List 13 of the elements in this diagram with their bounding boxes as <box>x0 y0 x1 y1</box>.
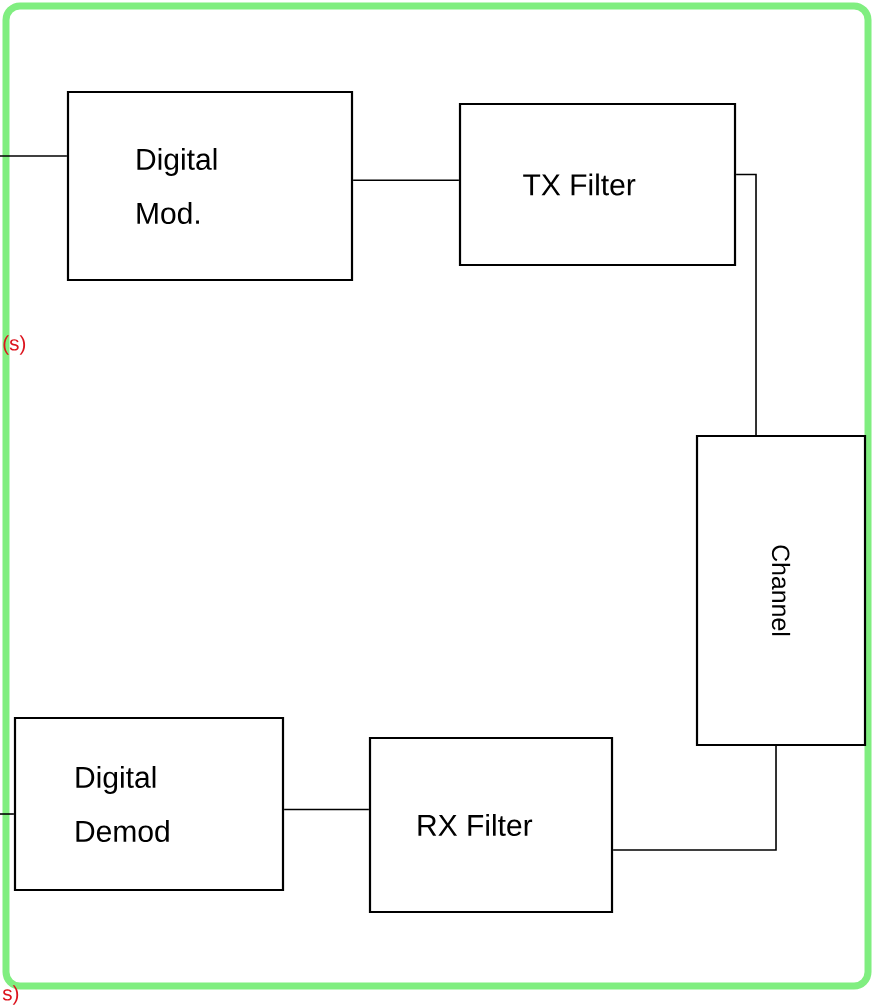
block-box: Digital Demod <box>13 716 285 892</box>
block-box: Channel <box>695 434 867 747</box>
connector-line <box>283 808 370 811</box>
connector-line <box>0 813 15 815</box>
margin-note: s) <box>2 985 19 1005</box>
connector-line <box>352 179 460 182</box>
block-box: TX Filter <box>458 102 737 267</box>
connector-line <box>612 745 777 851</box>
margin-note: (s) <box>3 335 26 355</box>
block-box: RX Filter <box>368 736 614 914</box>
connector-line <box>0 155 68 157</box>
connector-line <box>735 173 757 436</box>
block-box: Digital Mod. <box>66 90 354 282</box>
